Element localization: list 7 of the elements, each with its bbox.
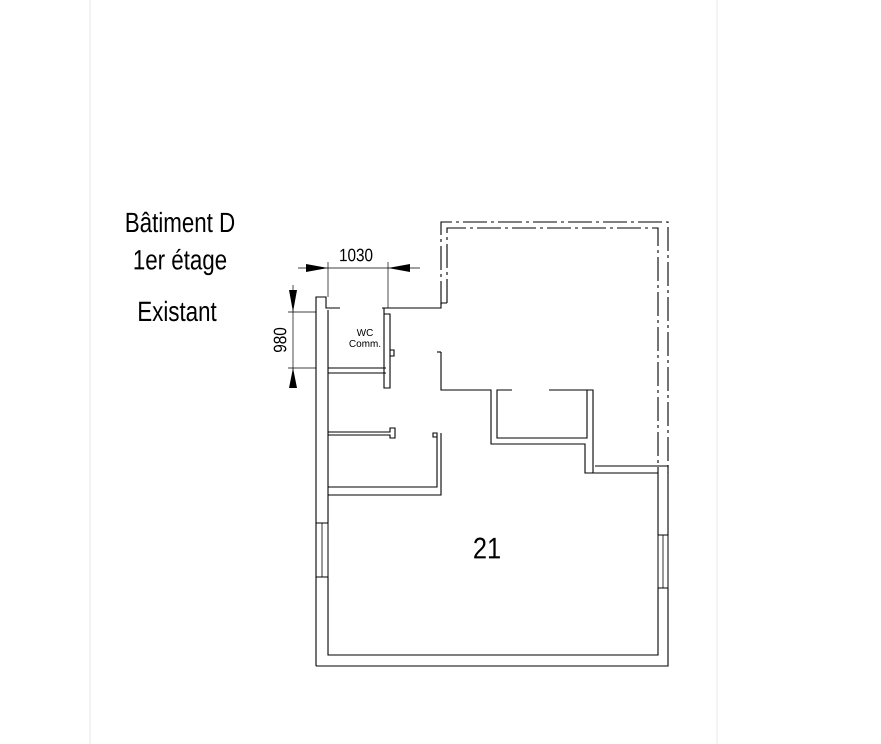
room-number: 21 <box>474 538 500 558</box>
heading-text: Bâtiment D <box>126 212 234 232</box>
room-label: WC Comm. <box>349 329 380 347</box>
dimension-text: 1030 <box>340 248 372 262</box>
dimension-text: 980 <box>274 328 286 352</box>
heading-text: Existant <box>139 300 217 322</box>
heading-text: 1er étage <box>134 248 226 276</box>
